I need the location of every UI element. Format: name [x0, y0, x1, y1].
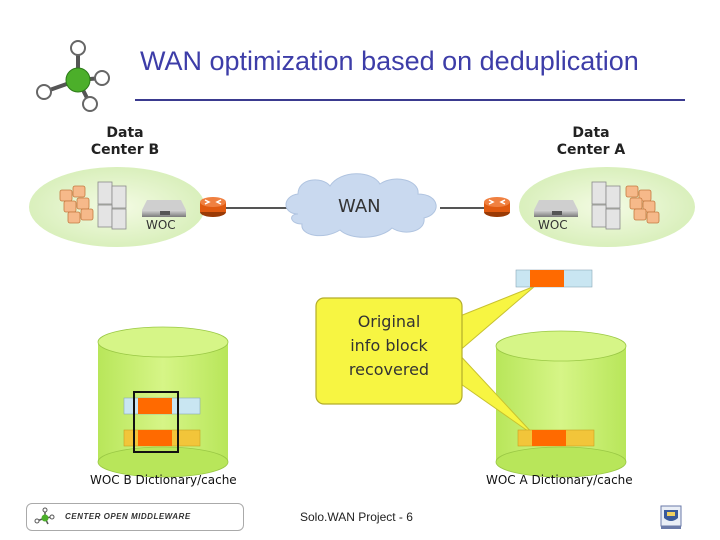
wan-label: WAN — [338, 196, 381, 217]
woc-b-label: WOC — [146, 218, 176, 232]
woc-b-cache-block-2 — [123, 429, 201, 447]
data-center-b-label-line2: Center B — [90, 142, 160, 158]
slide-title: WAN optimization based on deduplication — [140, 46, 639, 76]
callout-text: Original info block recovered — [316, 310, 462, 382]
data-center-b-servers-icon — [97, 181, 127, 230]
wan-cloud-icon — [285, 173, 437, 238]
callout-line-2: info block — [350, 336, 428, 355]
title-divider — [135, 99, 685, 101]
incoming-info-block — [515, 269, 593, 288]
footer-logo-text: CENTER OPEN MIDDLEWARE — [65, 512, 191, 521]
data-center-a-label: Data Center A — [546, 125, 636, 159]
data-center-a-storage-icon — [625, 185, 660, 224]
data-center-a-label-line1: Data — [572, 125, 610, 141]
woc-a-cache-cylinder — [495, 330, 627, 478]
woc-a-cache-label: WOC A Dictionary/cache — [486, 473, 633, 487]
callout-box — [315, 297, 463, 405]
callout-line-1: Original — [357, 312, 421, 331]
footer-molecule-icon — [34, 507, 55, 525]
molecule-logo-icon — [36, 40, 110, 112]
data-center-a-label-line2: Center A — [556, 142, 626, 158]
footer-logo: CENTER OPEN MIDDLEWARE — [26, 503, 244, 531]
woc-b-cache-label: WOC B Dictionary/cache — [90, 473, 237, 487]
data-center-b-storage-icon — [59, 185, 94, 224]
callout-line-3: recovered — [348, 360, 430, 379]
woc-b-cache-block-1 — [123, 397, 201, 415]
data-center-a-servers-icon — [591, 181, 621, 230]
data-center-b-label-line1: Data — [106, 125, 144, 141]
data-center-b-label: Data Center B — [80, 125, 170, 159]
woc-a-device-icon — [534, 200, 578, 217]
woc-b-match-highlight — [133, 391, 179, 453]
router-b-icon — [200, 197, 226, 217]
woc-b-device-icon — [142, 200, 186, 217]
router-a-icon — [484, 197, 510, 217]
woc-a-label: WOC — [538, 218, 568, 232]
footer-slide-number: Solo.WAN Project - 6 — [300, 510, 413, 524]
woc-a-cache-block — [517, 429, 595, 447]
university-crest-icon — [660, 505, 682, 529]
